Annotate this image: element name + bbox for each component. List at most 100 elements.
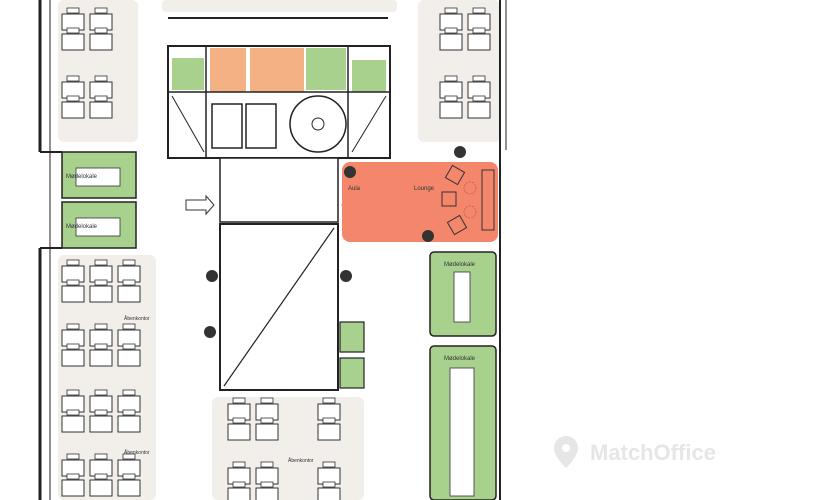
atrium <box>219 157 339 391</box>
spiral-staircase <box>289 95 347 153</box>
storage-rooms <box>339 321 365 389</box>
desk <box>117 415 141 433</box>
desk-clusters <box>61 7 491 500</box>
desk <box>117 479 141 497</box>
chair <box>122 389 136 396</box>
watermark: MatchOffice <box>554 436 716 468</box>
chair <box>66 95 80 102</box>
desk <box>89 479 113 497</box>
chair <box>94 259 108 266</box>
lounge-area: Aula Lounge <box>342 162 498 242</box>
desk <box>227 487 251 500</box>
chair <box>66 323 80 330</box>
open-office-label: Åbenkontor <box>288 457 314 464</box>
desk <box>61 415 85 433</box>
lounge-label: Lounge <box>414 186 435 192</box>
desk <box>89 349 113 367</box>
chair <box>94 95 108 102</box>
meeting-room-right-bottom: Mødelokale <box>429 345 497 500</box>
chair <box>472 95 486 102</box>
walls <box>38 0 507 500</box>
desk <box>467 101 491 119</box>
chair <box>260 417 274 424</box>
chair <box>66 75 80 82</box>
chair <box>260 397 274 404</box>
desk <box>317 423 341 441</box>
chair <box>122 323 136 330</box>
chair <box>444 7 458 14</box>
chair <box>94 473 108 480</box>
chair <box>66 409 80 416</box>
desk <box>61 81 85 99</box>
meeting-room-right-top: Mødelokale <box>429 251 497 337</box>
chair <box>122 279 136 286</box>
chair <box>94 323 108 330</box>
toilet-2 <box>250 48 304 92</box>
chair <box>66 7 80 14</box>
chair <box>122 453 136 460</box>
chair <box>444 75 458 82</box>
desk <box>89 415 113 433</box>
office-zone-left-bottom <box>58 255 156 500</box>
open-office-label: Åbenkontor <box>124 449 150 456</box>
chair <box>66 389 80 396</box>
chair <box>472 7 486 14</box>
desk <box>317 487 341 500</box>
chair <box>94 7 108 14</box>
chair <box>122 343 136 350</box>
desk <box>439 101 463 119</box>
office-zone-top <box>162 0 397 12</box>
desk <box>117 349 141 367</box>
restroom-green-1 <box>172 58 204 90</box>
room-label: Mødelokale <box>66 224 98 230</box>
chair <box>94 409 108 416</box>
desk <box>61 285 85 303</box>
desk <box>61 33 85 51</box>
meeting-room-left-bottom: Mødelokale <box>61 201 137 249</box>
toilet-1 <box>210 48 246 92</box>
meeting-room-left-top: Mødelokale <box>61 151 137 199</box>
chair <box>94 279 108 286</box>
desk <box>61 101 85 119</box>
location-pin-icon <box>554 436 578 468</box>
desk <box>227 423 251 441</box>
restroom-green-2 <box>306 48 346 90</box>
elevator-1 <box>211 103 243 149</box>
desk <box>89 285 113 303</box>
desk <box>89 81 113 99</box>
chair <box>322 481 336 488</box>
room-label: Mødelokale <box>444 356 476 362</box>
desk <box>117 285 141 303</box>
chair <box>472 75 486 82</box>
watermark-text: MatchOffice <box>590 440 716 465</box>
chair <box>66 27 80 34</box>
desk <box>467 81 491 99</box>
desk <box>255 487 279 500</box>
chair <box>122 259 136 266</box>
room-label: Mødelokale <box>66 174 98 180</box>
chair <box>94 389 108 396</box>
desk <box>61 479 85 497</box>
chair <box>232 481 246 488</box>
chair <box>322 417 336 424</box>
plants <box>204 146 466 338</box>
chair <box>232 461 246 468</box>
aula-label: Aula <box>348 186 361 192</box>
desk <box>89 101 113 119</box>
chair <box>122 409 136 416</box>
chair <box>66 279 80 286</box>
chair <box>66 259 80 266</box>
chair <box>322 461 336 468</box>
chair <box>94 75 108 82</box>
chair <box>444 95 458 102</box>
open-office-label: Åbenkontor <box>124 315 150 322</box>
restroom-green-3 <box>352 60 386 92</box>
desk <box>439 81 463 99</box>
desk <box>439 33 463 51</box>
chair <box>260 481 274 488</box>
chair <box>232 397 246 404</box>
entrance-arrow-left <box>185 194 215 216</box>
chair <box>94 453 108 460</box>
desk <box>467 33 491 51</box>
